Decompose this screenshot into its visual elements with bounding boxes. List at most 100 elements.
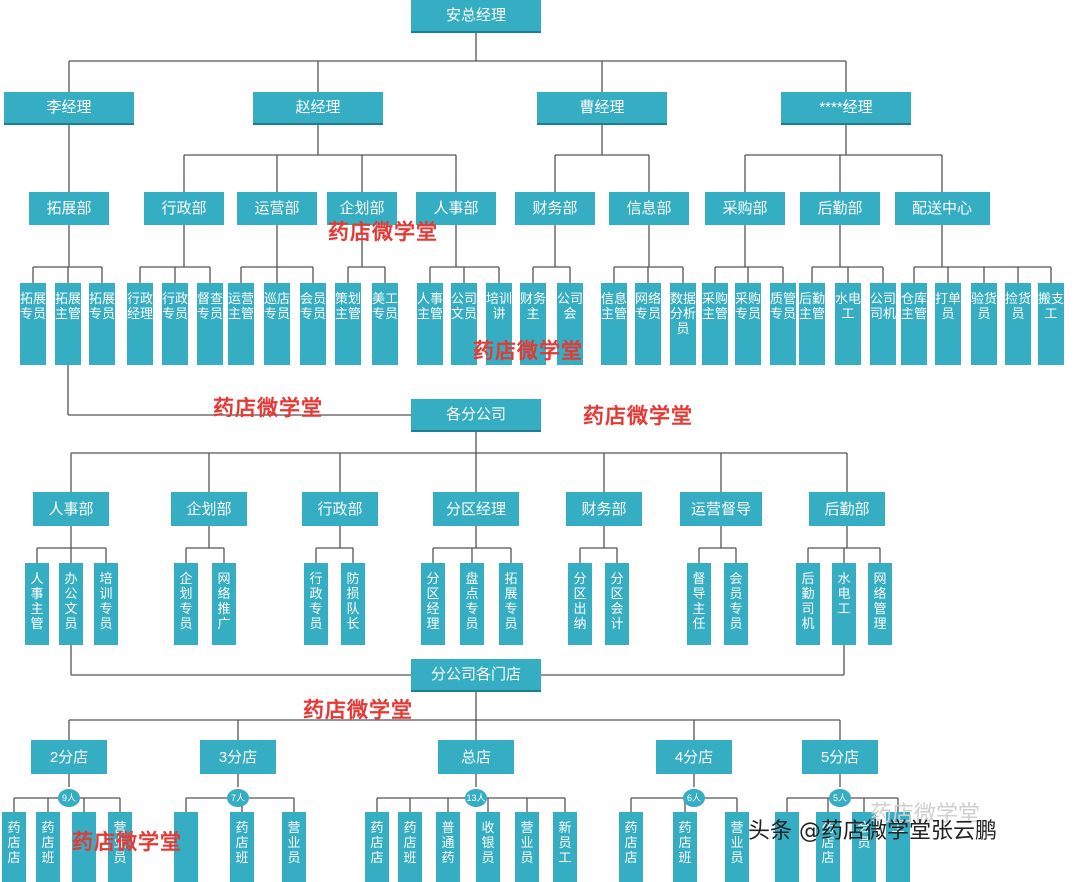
store-staff-box: 新员工 [553,812,577,882]
hq-staff-box: 验货员 [971,283,997,365]
store-staff-box: 药店班 [673,812,697,882]
branch-staff-box: 分区会计 [605,563,629,645]
store-staff-box: 药店店 [365,812,389,882]
hq-staff-box: 捡货员 [1005,283,1031,365]
store-box: 2分店 [31,740,107,774]
headcount-badge: 7人 [227,789,249,807]
hq-staff-box: 督查专员 [197,283,223,365]
headcount-badge: 5人 [829,789,851,807]
hq-staff-box: 会员专员 [300,283,326,365]
headcount-badge: 9人 [58,789,80,807]
branch-staff-box: 后勤司机 [796,563,820,645]
store-staff-box: 营业员 [282,812,306,882]
hq-staff-box: 巡店专员 [264,283,290,365]
branch-staff-box: 行政专员 [304,563,328,645]
branch-staff-box: 防损队长 [341,563,365,645]
hq-staff-box: 行政经理 [127,283,153,365]
manager-box-3: ****经理 [781,92,911,125]
branch-dept-box: 财务部 [566,492,642,526]
branch-staff-box: 盘点专员 [460,563,484,645]
watermark-6: 药店微学堂 [72,830,182,854]
manager-box-0: 李经理 [4,92,134,125]
hq-dept-box: 行政部 [144,192,224,225]
hq-staff-box: 质管专员 [770,283,796,365]
hq-staff-box: 美工专员 [372,283,398,365]
watermark-2: 药店微学堂 [473,339,583,363]
hq-staff-box: 培训讲 [486,283,512,365]
ceo-box: 安总经理 [411,0,541,33]
hq-staff-box: 运营主管 [228,283,254,365]
branch-dept-box: 运营督导 [680,492,762,526]
faint-watermark: 药店微学堂 [870,801,981,826]
store-staff-box: 药店班 [230,812,254,882]
hq-staff-box: 打单员 [935,283,961,365]
store-staff-box: 营业员 [515,812,539,882]
branch-staff-box: 企划专员 [174,563,198,645]
hq-dept-box: 信息部 [609,192,689,225]
stores-root-box: 分公司各门店 [411,659,541,692]
watermark-5: 药店微学堂 [303,698,413,722]
watermark-1: 药店微学堂 [328,220,438,244]
store-staff-box: 营业员 [725,812,749,882]
headcount-badge: 6人 [683,789,705,807]
branch-dept-box: 后勤部 [809,492,885,526]
branch-staff-box: 会员专员 [724,563,748,645]
hq-dept-box: 财务部 [515,192,595,225]
hq-staff-box: 数据分析员 [670,283,696,365]
hq-dept-box: 配送中心 [894,192,990,225]
hq-staff-box: 公司文员 [451,283,477,365]
hq-dept-box: 拓展部 [29,192,109,225]
store-staff-box: 收银员 [476,812,500,882]
branch-staff-box: 分区出纳 [568,563,592,645]
store-box: 4分店 [656,740,732,774]
hq-staff-box: 水电工 [835,283,861,365]
hq-staff-box: 后勤主管 [799,283,825,365]
store-staff-box: 药店店 [2,812,26,882]
watermark-3: 药店微学堂 [213,396,323,420]
branch-dept-box: 人事部 [33,492,109,526]
hq-staff-box: 行政专员 [162,283,188,365]
branch-dept-box: 分区经理 [433,492,519,526]
store-staff-box: 药店班 [398,812,422,882]
hq-dept-box: 企划部 [327,192,397,225]
branch-staff-box: 水电工 [832,563,856,645]
headcount-badge: 13人 [465,789,487,807]
branch-staff-box: 网络推广 [212,563,236,645]
hq-staff-box: 人事主管 [417,283,443,365]
branch-staff-box: 分区经理 [421,563,445,645]
store-box: 3分店 [200,740,276,774]
branch-staff-box: 办公文员 [59,563,83,645]
hq-staff-box: 采购专员 [735,283,761,365]
branch-staff-box: 拓展专员 [499,563,523,645]
store-staff-box: 药店店 [619,812,643,882]
branch-dept-box: 行政部 [302,492,378,526]
hq-staff-box: 财务主 [520,283,546,365]
branch-staff-box: 培训专员 [94,563,118,645]
watermark-4: 药店微学堂 [583,404,693,428]
hq-dept-box: 运营部 [237,192,317,225]
branch-staff-box: 人事主管 [25,563,49,645]
hq-dept-box: 人事部 [416,192,496,225]
hq-staff-box: 搬支工 [1038,283,1064,365]
hq-staff-box: 拓展专员 [20,283,46,365]
hq-staff-box: 拓展专员 [89,283,115,365]
source-credit: 头条 @药店微学堂张云鹏 [748,819,997,844]
store-box: 总店 [438,740,514,774]
hq-dept-box: 采购部 [705,192,785,225]
store-box: 5分店 [802,740,878,774]
manager-box-2: 曹经理 [537,92,667,125]
manager-box-1: 赵经理 [253,92,383,125]
branch-staff-box: 网络管理 [868,563,892,645]
hq-staff-box: 信息主管 [601,283,627,365]
hq-staff-box: 公司司机 [870,283,896,365]
store-staff-box: 普通药 [436,812,460,882]
hq-dept-box: 后勤部 [800,192,880,225]
store-staff-box: 药店班 [36,812,60,882]
hq-staff-box: 策划主管 [335,283,361,365]
branch-staff-box: 督导主任 [687,563,711,645]
hq-staff-box: 仓库主管 [901,283,927,365]
hq-staff-box: 公司会 [557,283,583,365]
branch-box: 各分公司 [411,399,541,432]
hq-staff-box: 拓展主管 [55,283,81,365]
